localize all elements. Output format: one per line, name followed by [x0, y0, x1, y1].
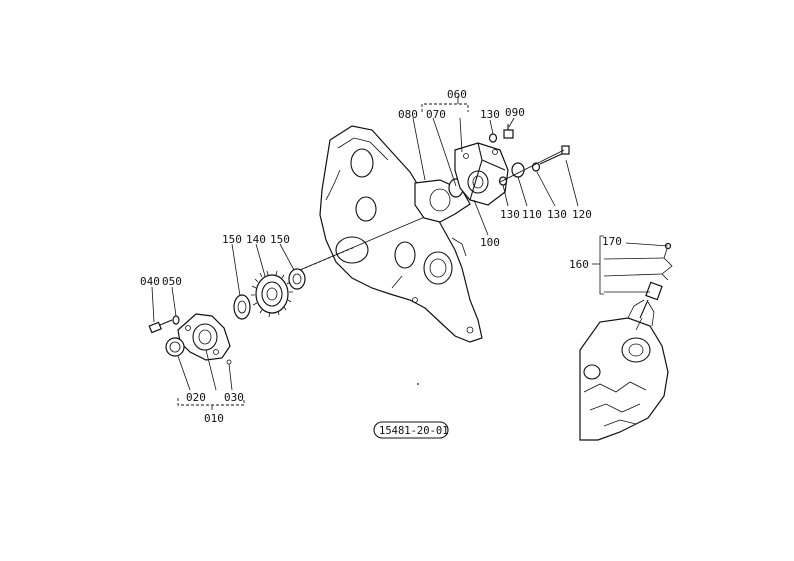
sensor-160	[639, 281, 663, 319]
label-150-right: 150	[270, 233, 290, 246]
front-housing-cover	[177, 313, 231, 361]
shim-150-right	[288, 268, 306, 290]
label-080: 080	[398, 108, 418, 121]
label-130-top: 130	[480, 108, 500, 121]
label-030: 030	[224, 391, 244, 404]
shim-150-left	[233, 294, 251, 320]
label-110: 110	[522, 208, 542, 221]
label-leaders	[151, 117, 669, 391]
label-140: 140	[246, 233, 266, 246]
group-bracket-010	[177, 398, 245, 406]
label-130-right: 130	[547, 208, 567, 221]
label-020: 020	[186, 391, 206, 404]
label-010: 010	[204, 412, 224, 425]
diagram-code-frame	[373, 421, 449, 439]
wire-170	[661, 242, 673, 281]
label-090: 090	[505, 106, 525, 119]
gear-case-cover	[319, 125, 483, 343]
nut-130-top	[488, 133, 498, 143]
nut-130-left	[498, 176, 508, 186]
plug-090	[503, 124, 514, 139]
oil-seal	[165, 337, 185, 357]
washer-050	[172, 315, 180, 325]
label-060: 060	[447, 88, 467, 101]
group-bracket-060	[421, 103, 469, 112]
idle-gear	[251, 270, 293, 318]
engine-block-detail	[579, 299, 669, 441]
label-050: 050	[162, 275, 182, 288]
label-070: 070	[426, 108, 446, 121]
stray-dot	[417, 383, 419, 385]
group-bracket-160	[599, 235, 604, 295]
label-130-left: 130	[500, 208, 520, 221]
label-170: 170	[602, 235, 622, 248]
housing-060	[454, 142, 509, 206]
pin-030	[226, 359, 232, 365]
label-160: 160	[569, 258, 589, 271]
diagram-code: 15481-20-01	[379, 425, 449, 437]
label-150-left: 150	[222, 233, 242, 246]
label-040: 040	[140, 275, 160, 288]
bolt-040	[148, 319, 173, 334]
label-120: 120	[572, 208, 592, 221]
label-100: 100	[480, 236, 500, 249]
pump-axis-line	[499, 149, 565, 183]
stud-120	[539, 145, 570, 165]
